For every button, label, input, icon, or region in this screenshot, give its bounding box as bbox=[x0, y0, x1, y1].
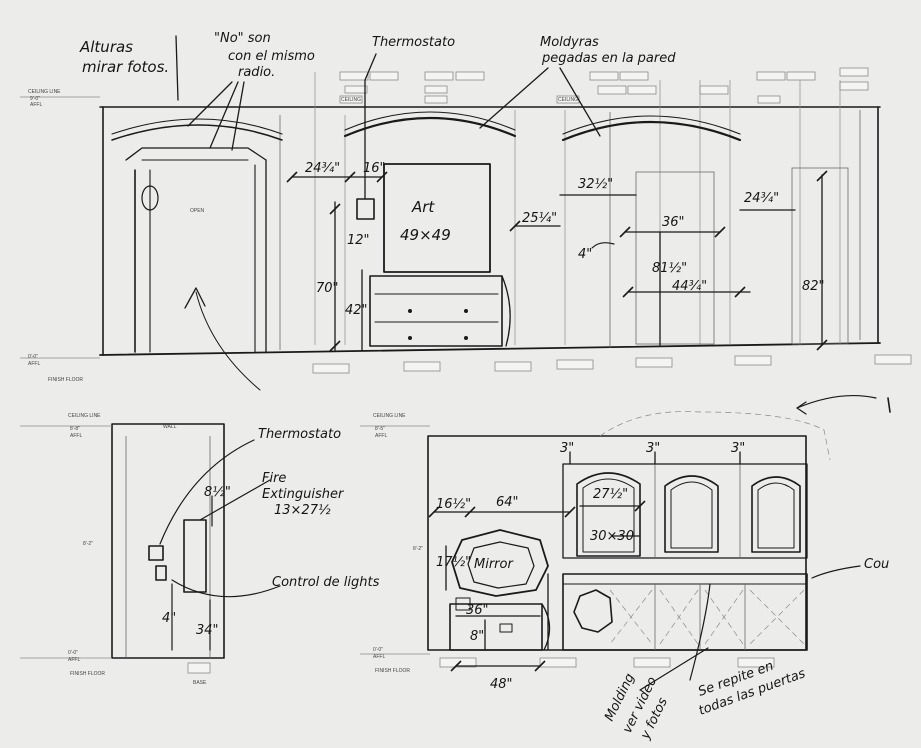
svg-text:8": 8" bbox=[470, 629, 484, 644]
moldings bbox=[111, 111, 742, 142]
top-annotations: Alturas mirar fotos. "No" son con el mis… bbox=[79, 31, 676, 391]
svg-text:0'-0": 0'-0" bbox=[373, 647, 383, 653]
small-console bbox=[449, 597, 551, 651]
svg-text:AFFL: AFFL bbox=[70, 433, 82, 439]
svg-text:8'-5": 8'-5" bbox=[375, 426, 385, 432]
right-dimensions bbox=[428, 451, 741, 672]
grid-lines bbox=[279, 72, 841, 350]
svg-text:8'-2": 8'-2" bbox=[83, 541, 93, 547]
fire-extinguisher-cabinet bbox=[183, 519, 207, 593]
top-elevation: CEILING LINE 9'-0" AFFL 0'-0" AFFL FINIS… bbox=[20, 67, 912, 383]
left-annotations: Thermostato Fire Extinguisher 13×27½ Con… bbox=[258, 427, 380, 590]
svg-text:WALL: WALL bbox=[163, 424, 177, 430]
svg-text:8'-2": 8'-2" bbox=[413, 546, 423, 552]
right-dimension-labels: 3" 3" 3" 27½" 16½" 64" 30×30 17½" 36" 8"… bbox=[436, 441, 745, 692]
ceiling-line-label: CEILING LINE bbox=[28, 89, 61, 95]
svg-text:CEILING: CEILING bbox=[341, 97, 361, 103]
thermostat-small-box bbox=[148, 545, 164, 561]
note-radio: radio. bbox=[238, 65, 275, 80]
svg-text:16½": 16½" bbox=[436, 497, 471, 512]
console-cabinet bbox=[369, 275, 511, 347]
svg-text:24¾": 24¾" bbox=[744, 191, 779, 206]
affl-bottom-label: AFFL bbox=[28, 361, 40, 367]
svg-text:34": 34" bbox=[196, 623, 219, 638]
note-fire-3: 13×27½ bbox=[274, 503, 331, 518]
svg-text:4": 4" bbox=[162, 611, 176, 626]
right-elevation: CEILING LINE 8'-5" AFFL 0'-0" AFFL FINIS… bbox=[360, 411, 831, 692]
svg-text:4": 4" bbox=[578, 247, 592, 262]
art-title: Art bbox=[411, 198, 435, 216]
svg-text:36": 36" bbox=[662, 215, 685, 230]
svg-text:FINISH FLOOR: FINISH FLOOR bbox=[375, 668, 410, 674]
svg-text:CEILING: CEILING bbox=[558, 97, 578, 103]
note-mirar-fotos: mirar fotos. bbox=[82, 58, 169, 76]
svg-text:36": 36" bbox=[466, 603, 489, 618]
note-control-lights: Control de lights bbox=[272, 575, 380, 590]
svg-text:AFFL: AFFL bbox=[68, 657, 80, 663]
note-con-el-mismo: con el mismo bbox=[228, 49, 315, 64]
svg-text:48": 48" bbox=[490, 677, 513, 692]
note-fire-1: Fire bbox=[262, 471, 286, 486]
ceiling-tags: CEILING CEILING bbox=[339, 67, 869, 104]
svg-text:64": 64" bbox=[496, 495, 519, 510]
level-top-label: 9'-0" bbox=[30, 96, 40, 102]
mirror-label: Mirror bbox=[474, 557, 514, 572]
affl-label: AFFL bbox=[30, 102, 42, 108]
svg-text:12": 12" bbox=[347, 233, 370, 248]
svg-text:81½": 81½" bbox=[652, 261, 687, 276]
left-elevation: CEILING LINE 8'-8" AFFL 0'-0" AFFL FINIS… bbox=[20, 413, 281, 686]
floor-line bbox=[99, 342, 881, 356]
svg-text:AFFL: AFFL bbox=[375, 433, 387, 439]
note-fire-2: Extinguisher bbox=[262, 487, 345, 502]
octagon-panel bbox=[573, 589, 613, 633]
finish-floor-label: FINISH FLOOR bbox=[48, 377, 83, 383]
open-label: OPEN bbox=[190, 208, 205, 214]
svg-text:3": 3" bbox=[646, 441, 660, 456]
light-control-box bbox=[155, 565, 167, 581]
note-cou: Cou bbox=[864, 557, 889, 572]
svg-text:3": 3" bbox=[560, 441, 574, 456]
svg-text:8'-8": 8'-8" bbox=[70, 426, 80, 432]
svg-text:BASE: BASE bbox=[193, 680, 207, 686]
svg-text:44¾": 44¾" bbox=[672, 279, 707, 294]
mirror: Mirror bbox=[451, 529, 549, 597]
floor-tags bbox=[312, 354, 912, 374]
svg-text:17½": 17½" bbox=[436, 555, 471, 570]
svg-text:FINISH FLOOR: FINISH FLOOR bbox=[70, 671, 105, 677]
art-frame: Art 49×49 bbox=[383, 163, 491, 273]
svg-text:24¾": 24¾" bbox=[305, 161, 340, 176]
left-wall-outline bbox=[111, 423, 225, 659]
open-doorway: OPEN bbox=[125, 147, 267, 353]
right-doors bbox=[635, 167, 849, 345]
note-thermostato-top: Thermostato bbox=[372, 35, 455, 50]
svg-text:16": 16" bbox=[363, 161, 386, 176]
svg-text:CEILING LINE: CEILING LINE bbox=[68, 413, 101, 419]
svg-text:25¼": 25¼" bbox=[522, 211, 557, 226]
thermostat-box bbox=[356, 198, 375, 220]
svg-text:3": 3" bbox=[731, 441, 745, 456]
lower-cabinets bbox=[562, 573, 808, 651]
note-alturas: Alturas bbox=[79, 38, 133, 56]
art-size: 49×49 bbox=[400, 226, 451, 244]
svg-text:27½": 27½" bbox=[593, 487, 628, 502]
svg-text:32½": 32½" bbox=[578, 177, 613, 192]
upper-cabinets bbox=[562, 463, 808, 559]
top-dimension-labels: 24¾" 16" 12" 70" 42" 32½" 25¼" 36" 24¾" … bbox=[305, 161, 825, 318]
note-thermostato-side: Thermostato bbox=[258, 427, 341, 442]
note-molduras: Moldyras bbox=[540, 35, 599, 50]
svg-text:30×30: 30×30 bbox=[590, 529, 634, 544]
svg-text:42": 42" bbox=[345, 303, 368, 318]
svg-text:8½": 8½" bbox=[204, 485, 231, 500]
note-pegadas: pegadas en la pared bbox=[541, 51, 676, 66]
svg-text:0'-0": 0'-0" bbox=[68, 650, 78, 656]
note-no-son: "No" son bbox=[214, 31, 271, 46]
top-dimensions bbox=[286, 170, 828, 352]
level-bottom-label: 0'-0" bbox=[28, 354, 38, 360]
svg-text:82": 82" bbox=[802, 279, 825, 294]
svg-text:AFFL: AFFL bbox=[373, 654, 385, 660]
svg-text:70": 70" bbox=[316, 281, 339, 296]
svg-text:CEILING LINE: CEILING LINE bbox=[373, 413, 406, 419]
